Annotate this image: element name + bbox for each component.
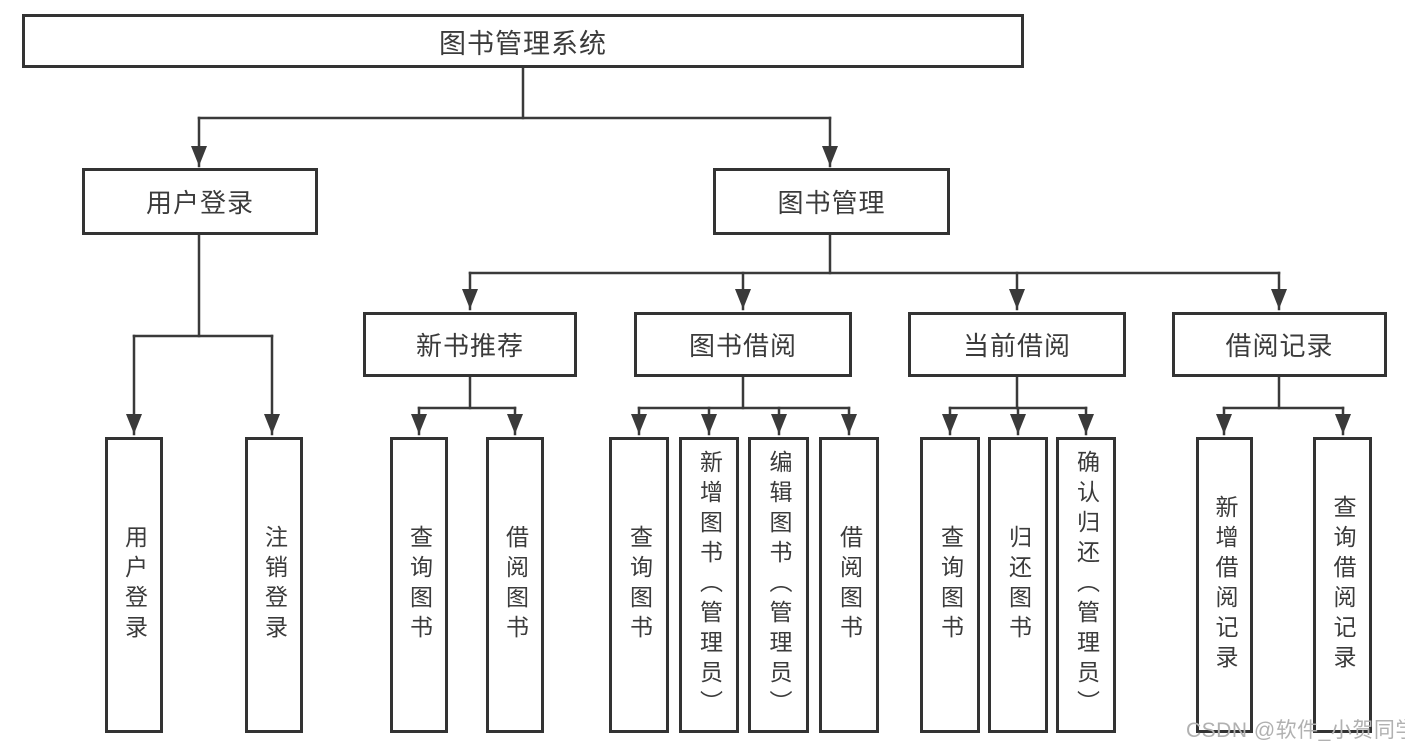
node-leaf-bb-add-book: 新增图书（管理员） — [679, 437, 739, 733]
node-current-borrow: 当前借阅 — [908, 312, 1126, 377]
node-leaf-br-query-record: 查询借阅记录 — [1313, 437, 1372, 733]
node-leaf-bb-borrow-book: 借阅图书 — [819, 437, 879, 733]
node-leaf-br-add-record: 新增借阅记录 — [1196, 437, 1253, 733]
node-leaf-nb-borrow-book: 借阅图书 — [486, 437, 544, 733]
node-group-user-login: 用户登录 — [82, 168, 318, 235]
node-leaf-cb-return-book: 归还图书 — [988, 437, 1048, 733]
node-root: 图书管理系统 — [22, 14, 1024, 68]
node-leaf-user-login: 用户登录 — [105, 437, 163, 733]
node-leaf-nb-query-book: 查询图书 — [390, 437, 448, 733]
node-borrow-records: 借阅记录 — [1172, 312, 1387, 377]
node-leaf-bb-edit-book: 编辑图书（管理员） — [748, 437, 809, 733]
node-leaf-bb-query-book: 查询图书 — [609, 437, 669, 733]
node-new-book-recommend: 新书推荐 — [363, 312, 577, 377]
node-leaf-logout: 注销登录 — [245, 437, 303, 733]
watermark: CSDN @软件_小贺同学 — [1186, 719, 1405, 742]
node-book-borrow: 图书借阅 — [634, 312, 852, 377]
node-group-book-management: 图书管理 — [713, 168, 950, 235]
node-leaf-cb-confirm-return: 确认归还（管理员） — [1056, 437, 1116, 733]
node-leaf-cb-query-book: 查询图书 — [920, 437, 980, 733]
